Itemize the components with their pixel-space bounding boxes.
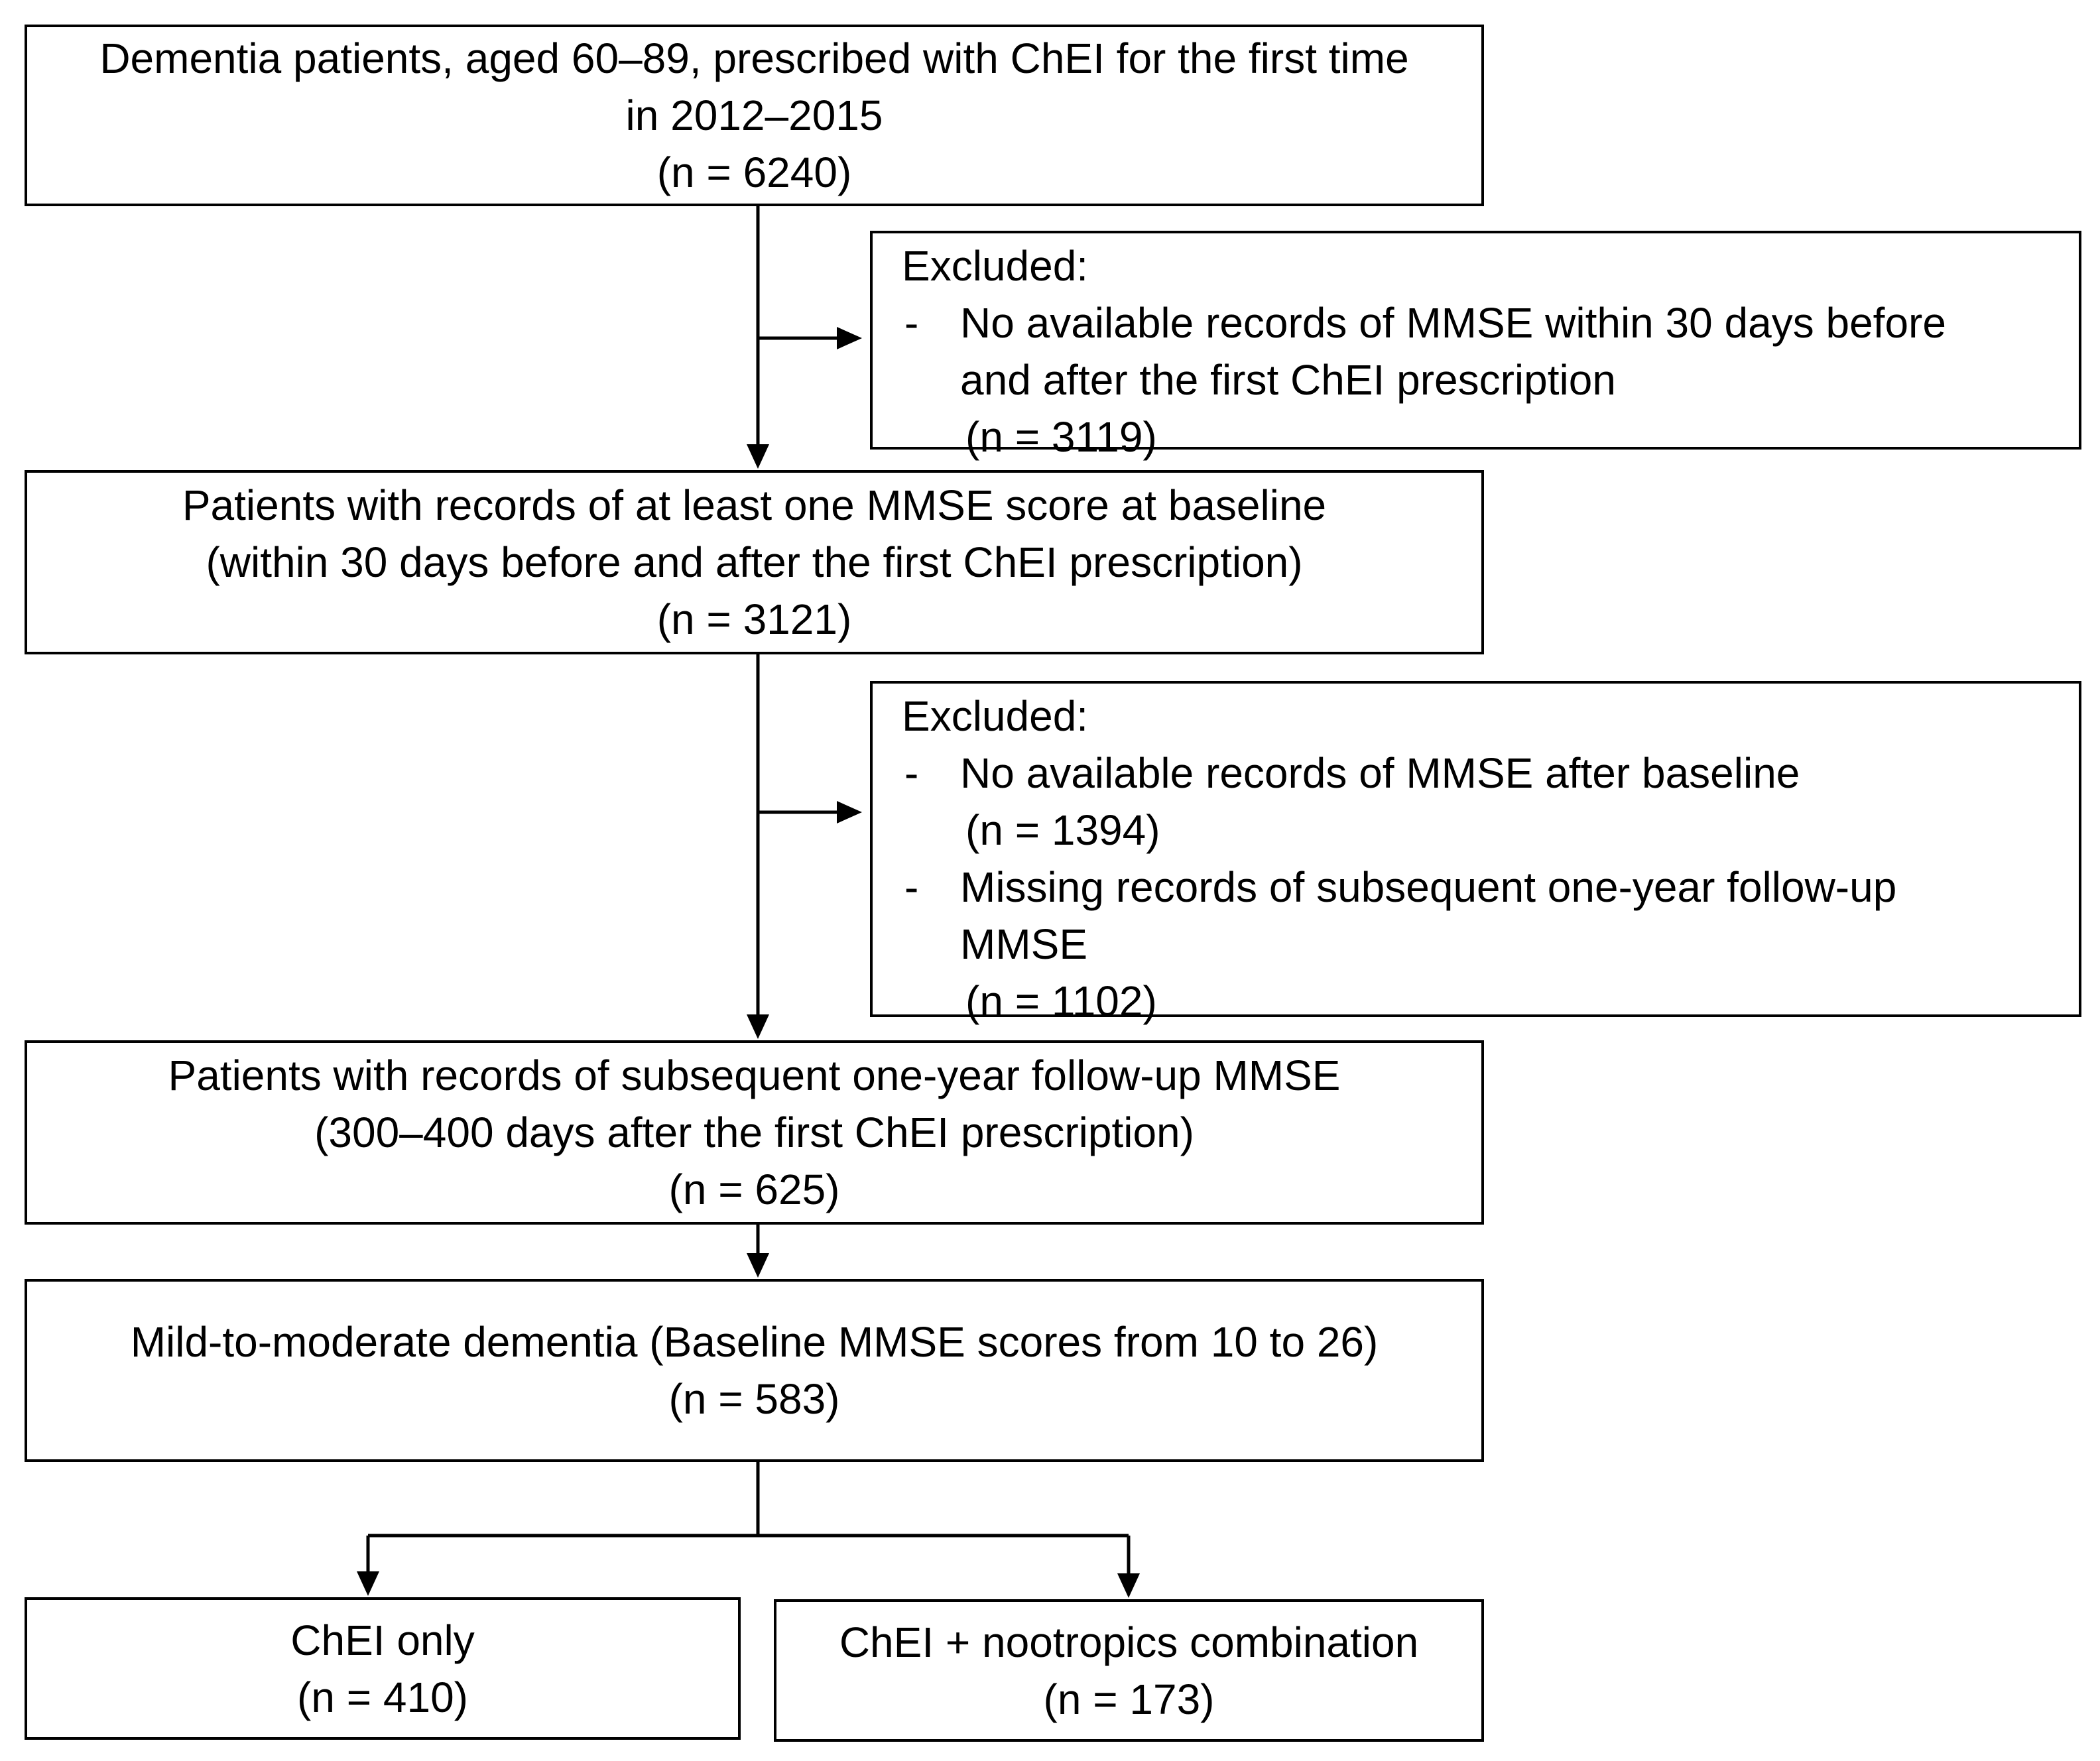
excluded1-item-count: (n = 3119) [965,413,1157,461]
excluded2-item2-line2: MMSE [960,920,1087,968]
followup-line1: Patients with records of subsequent one-… [168,1052,1341,1099]
excluded1-item-bullet: - [904,299,919,347]
baseline-line1: Patients with records of at least one MM… [182,481,1327,529]
combination-line1: ChEI + nootropics combination [839,1618,1419,1666]
excluded2-item-2: - Missing records of subsequent one-year… [902,859,2079,1030]
arrowhead-baseline [747,444,769,469]
excluded2-item2-bullet: - [904,863,919,911]
excluded2-item1-bullet: - [904,749,919,797]
box-combination: ChEI + nootropics combination (n = 173) [774,1599,1484,1742]
baseline-line2: (within 30 days before and after the fir… [206,538,1303,586]
excluded2-item2-line1: Missing records of subsequent one-year f… [960,863,1897,911]
box-excluded-2: Excluded: - No available records of MMSE… [870,681,2081,1025]
excluded1-item: - No available records of MMSE within 30… [902,294,2079,465]
box-initial-cohort: Dementia patients, aged 60–89, prescribe… [25,25,1484,206]
excluded2-item2-count: (n = 1102) [965,977,1157,1025]
mild-count: (n = 583) [668,1375,840,1423]
excluded2-item1-line1: No available records of MMSE after basel… [960,749,1800,797]
arrowhead-followup [747,1014,769,1039]
arrowhead-chei-only [357,1571,379,1596]
combination-count: (n = 173) [1043,1675,1215,1723]
excluded1-title: Excluded: [902,242,1089,290]
box-chei-only: ChEI only (n = 410) [25,1597,741,1740]
followup-count: (n = 625) [668,1166,840,1213]
excluded1-item-line1: No available records of MMSE within 30 d… [960,299,1946,347]
box-baseline: Patients with records of at least one MM… [25,470,1484,654]
excluded2-item-1: - No available records of MMSE after bas… [902,745,2079,859]
initial-line1: Dementia patients, aged 60–89, prescribe… [99,34,1409,82]
mild-line1: Mild-to-moderate dementia (Baseline MMSE… [130,1318,1379,1366]
arrowhead-combination [1117,1573,1140,1598]
chei-only-line1: ChEI only [290,1616,475,1664]
excluded2-item1-count: (n = 1394) [965,806,1160,854]
box-excluded-1: Excluded: - No available records of MMSE… [870,231,2081,461]
arrowhead-excluded2 [837,801,862,823]
chei-only-count: (n = 410) [297,1673,468,1721]
box-followup: Patients with records of subsequent one-… [25,1040,1484,1225]
box-mild-to-moderate: Mild-to-moderate dementia (Baseline MMSE… [25,1279,1484,1462]
arrowhead-mild [747,1253,769,1278]
initial-count: (n = 6240) [656,149,852,196]
excluded2-title: Excluded: [902,692,1089,740]
initial-line2: in 2012–2015 [625,91,883,139]
arrowhead-excluded1 [837,327,862,349]
baseline-count: (n = 3121) [656,595,852,643]
excluded1-item-line2: and after the first ChEI prescription [960,356,1616,404]
followup-line2: (300–400 days after the first ChEI presc… [314,1109,1194,1156]
